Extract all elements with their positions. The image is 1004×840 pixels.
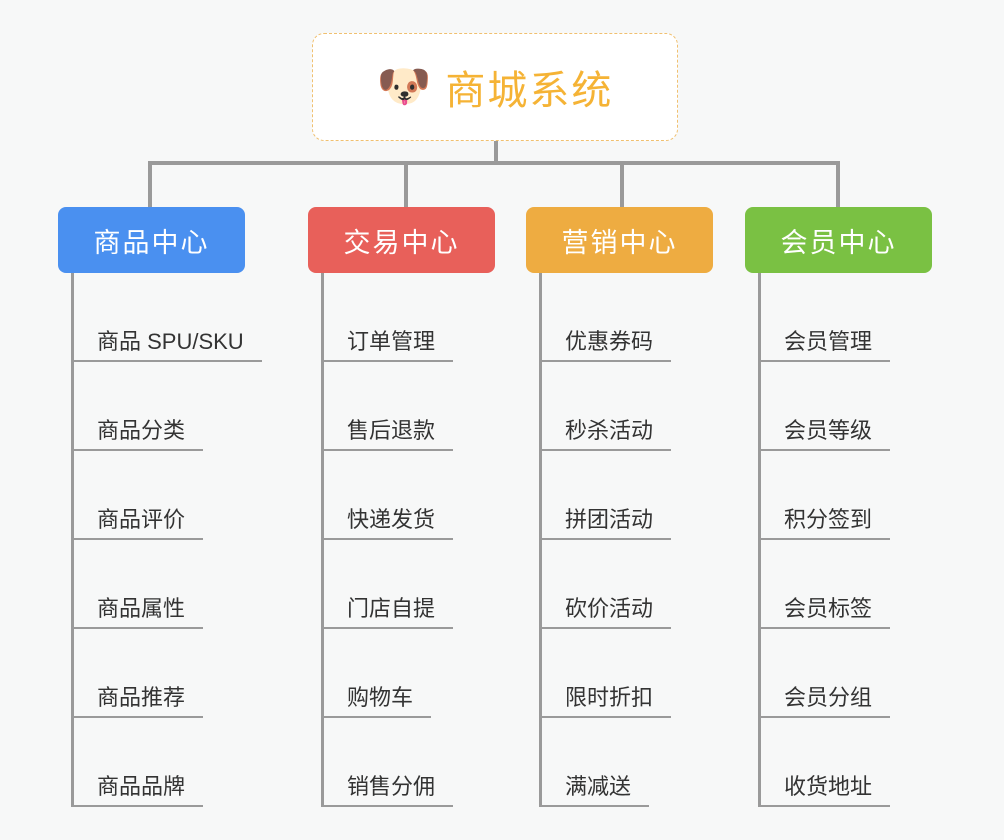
list-item-label: 满减送 xyxy=(541,774,650,807)
list-item-label: 快递发货 xyxy=(323,507,454,540)
category-label: 商品中心 xyxy=(93,227,210,258)
category-label: 交易中心 xyxy=(343,227,460,258)
list-item[interactable]: 秒杀活动 xyxy=(541,362,713,451)
list-item[interactable]: 销售分佣 xyxy=(323,718,495,807)
list-item[interactable]: 商品推荐 xyxy=(73,629,245,718)
list-item-label: 订单管理 xyxy=(323,329,454,362)
list-item-label: 秒杀活动 xyxy=(541,418,672,451)
list-item-label: 优惠券码 xyxy=(541,329,672,362)
branch-drop-connector-3 xyxy=(620,161,624,209)
column-spine xyxy=(71,273,74,807)
list-item-label: 商品评价 xyxy=(73,507,204,540)
branch-drop-connector-1 xyxy=(148,161,152,209)
list-item[interactable]: 优惠券码 xyxy=(541,273,713,362)
dog-face-icon: 🐶 xyxy=(376,62,432,111)
list-item-label: 会员标签 xyxy=(760,596,891,629)
item-list-marketing-center: 优惠券码 秒杀活动 拼团活动 砍价活动 限时折扣 满减送 xyxy=(526,273,713,807)
branch-column-product-center: 商品中心 商品 SPU/SKU 商品分类 商品评价 商品属性 商品推荐 商品品牌 xyxy=(58,207,262,807)
list-item[interactable]: 门店自提 xyxy=(323,540,495,629)
list-item[interactable]: 快递发货 xyxy=(323,451,495,540)
list-item-label: 会员分组 xyxy=(760,685,891,718)
category-header-product-center[interactable]: 商品中心 xyxy=(58,207,245,273)
branch-column-member-center: 会员中心 会员管理 会员等级 积分签到 会员标签 会员分组 收货地址 xyxy=(745,207,932,807)
root-title: 商城系统 xyxy=(445,69,614,113)
list-item-label: 收货地址 xyxy=(760,774,891,807)
list-item[interactable]: 商品品牌 xyxy=(73,718,245,807)
column-spine xyxy=(321,273,324,807)
branch-column-marketing-center: 营销中心 优惠券码 秒杀活动 拼团活动 砍价活动 限时折扣 满减送 xyxy=(526,207,713,807)
root-node[interactable]: 🐶 商城系统 xyxy=(312,33,678,141)
category-header-trade-center[interactable]: 交易中心 xyxy=(308,207,495,273)
list-item-label: 商品推荐 xyxy=(73,685,204,718)
branch-column-trade-center: 交易中心 订单管理 售后退款 快递发货 门店自提 购物车 销售分佣 xyxy=(308,207,495,807)
list-item-label: 售后退款 xyxy=(323,418,454,451)
branch-bus-connector xyxy=(148,161,840,165)
list-item[interactable]: 商品 SPU/SKU xyxy=(73,273,262,362)
list-item[interactable]: 会员管理 xyxy=(760,273,932,362)
list-item-label: 商品分类 xyxy=(73,418,204,451)
list-item-label: 限时折扣 xyxy=(541,685,672,718)
list-item[interactable]: 商品评价 xyxy=(73,451,245,540)
list-item[interactable]: 砍价活动 xyxy=(541,540,713,629)
list-item-label: 商品品牌 xyxy=(73,774,204,807)
list-item[interactable]: 售后退款 xyxy=(323,362,495,451)
list-item[interactable]: 订单管理 xyxy=(323,273,495,362)
list-item[interactable]: 购物车 xyxy=(323,629,495,718)
column-spine xyxy=(539,273,542,807)
list-item[interactable]: 会员等级 xyxy=(760,362,932,451)
list-item[interactable]: 会员分组 xyxy=(760,629,932,718)
item-list-trade-center: 订单管理 售后退款 快递发货 门店自提 购物车 销售分佣 xyxy=(308,273,495,807)
list-item-label: 商品 SPU/SKU xyxy=(73,329,262,362)
list-item[interactable]: 积分签到 xyxy=(760,451,932,540)
list-item-label: 购物车 xyxy=(323,685,432,718)
list-item-label: 砍价活动 xyxy=(541,596,672,629)
list-item-label: 销售分佣 xyxy=(323,774,454,807)
list-item-label: 会员管理 xyxy=(760,329,891,362)
list-item-label: 拼团活动 xyxy=(541,507,672,540)
list-item[interactable]: 会员标签 xyxy=(760,540,932,629)
category-header-member-center[interactable]: 会员中心 xyxy=(745,207,932,273)
list-item-label: 门店自提 xyxy=(323,596,454,629)
list-item-label: 积分签到 xyxy=(760,507,891,540)
branch-drop-connector-2 xyxy=(404,161,408,209)
list-item-label: 会员等级 xyxy=(760,418,891,451)
list-item[interactable]: 满减送 xyxy=(541,718,713,807)
item-list-product-center: 商品 SPU/SKU 商品分类 商品评价 商品属性 商品推荐 商品品牌 xyxy=(58,273,262,807)
list-item[interactable]: 收货地址 xyxy=(760,718,932,807)
list-item[interactable]: 商品分类 xyxy=(73,362,245,451)
column-spine xyxy=(758,273,761,807)
list-item[interactable]: 限时折扣 xyxy=(541,629,713,718)
list-item-label: 商品属性 xyxy=(73,596,204,629)
list-item[interactable]: 商品属性 xyxy=(73,540,245,629)
list-item[interactable]: 拼团活动 xyxy=(541,451,713,540)
branch-drop-connector-4 xyxy=(836,161,840,209)
root-trunk-connector xyxy=(494,141,498,165)
category-header-marketing-center[interactable]: 营销中心 xyxy=(526,207,713,273)
item-list-member-center: 会员管理 会员等级 积分签到 会员标签 会员分组 收货地址 xyxy=(745,273,932,807)
category-label: 营销中心 xyxy=(561,227,678,258)
category-label: 会员中心 xyxy=(780,227,897,258)
